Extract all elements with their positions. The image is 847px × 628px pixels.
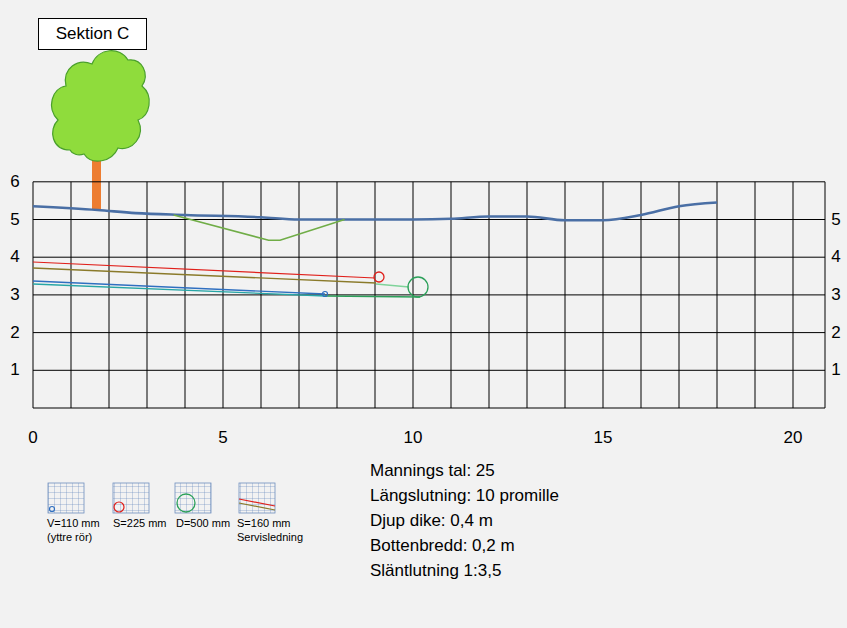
d500-pipe: [408, 277, 428, 297]
legend-v110: [50, 507, 55, 512]
axis-number: 2: [831, 323, 840, 343]
note-text: Mannings tal: 25: [370, 461, 495, 481]
s225-pipe: [374, 272, 384, 282]
grid-line: [33, 257, 825, 258]
terrain: [33, 203, 717, 241]
axis-number: 1: [831, 361, 840, 381]
axis-number: 5: [218, 428, 227, 448]
d500-pipe-line: [325, 296, 420, 297]
pipes: [33, 262, 428, 297]
axis-number: 3: [10, 285, 19, 305]
axis-number: 4: [10, 247, 19, 267]
ground-line: [33, 203, 717, 221]
axis-number: 1: [10, 361, 19, 381]
axis-number: 2: [10, 323, 19, 343]
section-grid: [33, 182, 825, 408]
legend-service: [239, 503, 275, 510]
axis-number: 0: [28, 428, 37, 448]
note-text: Bottenbredd: 0,2 m: [370, 536, 515, 556]
legend-s225: [114, 502, 124, 512]
legend-text: D=500 mm: [176, 516, 236, 530]
legend-grid: [113, 483, 149, 513]
axis-number: 6: [10, 172, 19, 192]
grid-line: [33, 294, 825, 295]
v110-pipe-line: [33, 284, 325, 296]
note-text: Släntlutning 1:3,5: [370, 561, 501, 581]
legend-text: S=160 mm Servisledning: [237, 516, 311, 545]
legend-icons: [48, 483, 275, 513]
legend-grid: [239, 483, 275, 513]
service-pipe-line: [33, 268, 376, 283]
legend-text: S=225 mm: [113, 516, 173, 530]
legend-grid: [48, 483, 84, 513]
ditch-line: [174, 215, 345, 240]
legend-text: V=110 mm (yttre rör): [47, 516, 109, 545]
axis-number: 20: [784, 428, 803, 448]
grid-line: [33, 181, 825, 182]
axis-number: 10: [404, 428, 423, 448]
legend-service: [239, 499, 275, 506]
note-text: Längslutning: 10 promille: [370, 486, 559, 506]
v110-pipe-line: [33, 281, 325, 294]
axis-number: 5: [831, 210, 840, 230]
tree: [52, 51, 150, 210]
grid-line: [33, 408, 825, 409]
tree-crown: [52, 51, 150, 161]
note-text: Djup dike: 0,4 m: [370, 511, 493, 531]
title-box: Sektion C: [38, 18, 147, 50]
axis-number: 3: [831, 285, 840, 305]
legend-d500: [177, 494, 195, 512]
legend-grid: [175, 483, 211, 513]
grid-line: [33, 370, 825, 371]
title-text: Sektion C: [56, 24, 130, 44]
axis-number: 4: [831, 247, 840, 267]
service-pipe-line: [376, 284, 409, 287]
axis-number: 15: [594, 428, 613, 448]
grid-line: [33, 332, 825, 333]
axis-number: 5: [10, 210, 19, 230]
v110-pipe: [323, 292, 328, 297]
tree-trunk: [92, 158, 101, 210]
